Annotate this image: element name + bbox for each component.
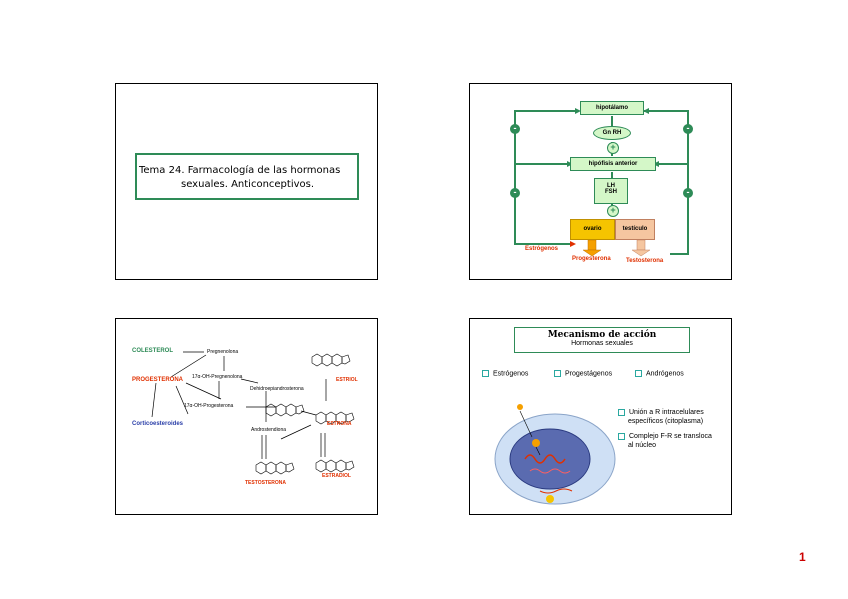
bullet-1: Unión a R intracelulares específicos (ci… — [618, 408, 704, 426]
checkbox-icon — [554, 370, 561, 377]
item-estrogenos: Estrógenos — [482, 370, 528, 377]
lh-fsh-box: LH FSH — [594, 178, 628, 204]
synthesis-arrows — [151, 351, 355, 475]
checkbox-icon — [618, 432, 625, 440]
estriol-label: ESTRIOL — [336, 377, 358, 383]
checkbox-icon — [482, 370, 489, 377]
corticoesteroides-label: Corticoesteroides — [132, 421, 184, 427]
fsh-label: FSH — [605, 189, 617, 195]
gnrh-oval: Gn RH — [593, 126, 631, 140]
estrogenos-label: Estrógenos — [525, 246, 559, 252]
checkbox-icon — [635, 370, 642, 377]
testiculo-box: testículo — [615, 219, 655, 240]
pregnenolona-label: Pregnenolona — [207, 349, 239, 355]
oh-pregnenolona-label: 17α-OH-Pregnenolona — [192, 374, 243, 380]
estrona-label: ESTRONA — [327, 421, 352, 427]
plus-sign-1: + — [607, 142, 619, 154]
dehidroepiandrosterona-label: Dehidroepiandrosterona — [250, 386, 304, 392]
slide-2: hipotálamo Gn RH + hipófisis anterior LH… — [469, 83, 732, 280]
testosterona-label: TESTOSTERONA — [245, 480, 287, 486]
title-line-1: Tema 24. Farmacología de las hormonas — [139, 165, 341, 176]
hipofisis-box: hipófisis anterior — [570, 157, 656, 171]
page-number: 1 — [799, 550, 806, 564]
mechanism-subtitle: Hormonas sexuales — [571, 340, 633, 347]
bullet-2: Complejo F-R se transloca al núcleo — [618, 432, 712, 450]
ovario-box: ovario — [570, 219, 615, 240]
slide-1-title-box: Tema 24. Farmacología de las hormonas se… — [135, 153, 359, 200]
item-androgenos: Andrógenos — [635, 370, 684, 377]
minus-sign-left-bottom: - — [510, 188, 520, 198]
estradiol-label: ESTRADIOL — [322, 473, 351, 479]
checkbox-icon — [618, 408, 625, 416]
mechanism-title: Mecanismo de acción — [547, 330, 657, 340]
slide-1: Tema 24. Farmacología de las hormonas se… — [115, 83, 378, 280]
cell-illustration — [494, 404, 616, 505]
minus-sign-left-top: - — [510, 124, 520, 134]
minus-sign-right-top: - — [683, 124, 693, 134]
oh-progesterona-label: 17α-OH-Progesterona — [184, 403, 234, 409]
item-progestagenos: Progestágenos — [554, 370, 612, 377]
androstendiona-label: Androstendiona — [251, 427, 287, 433]
plus-sign-2: + — [607, 205, 619, 217]
hipotalamo-box: hipotálamo — [580, 101, 644, 115]
minus-sign-right-bottom: - — [683, 188, 693, 198]
mechanism-title-box: Mecanismo de acción Hormonas sexuales — [514, 327, 690, 353]
progesterona-label: Progesterona — [572, 256, 611, 262]
colesterol-label: COLESTEROL — [132, 348, 174, 354]
title-line-2: sexuales. Anticonceptivos. — [181, 179, 315, 190]
lh-label: LH — [607, 183, 615, 189]
testosterona-label: Testosterona — [626, 258, 664, 264]
slide-4: Mecanismo de acción Hormonas sexuales Es… — [469, 318, 732, 515]
slide-3: COLESTEROL Pregnenolona PROGESTERONA 17α… — [115, 318, 378, 515]
progesterona-label: PROGESTERONA — [132, 377, 184, 383]
